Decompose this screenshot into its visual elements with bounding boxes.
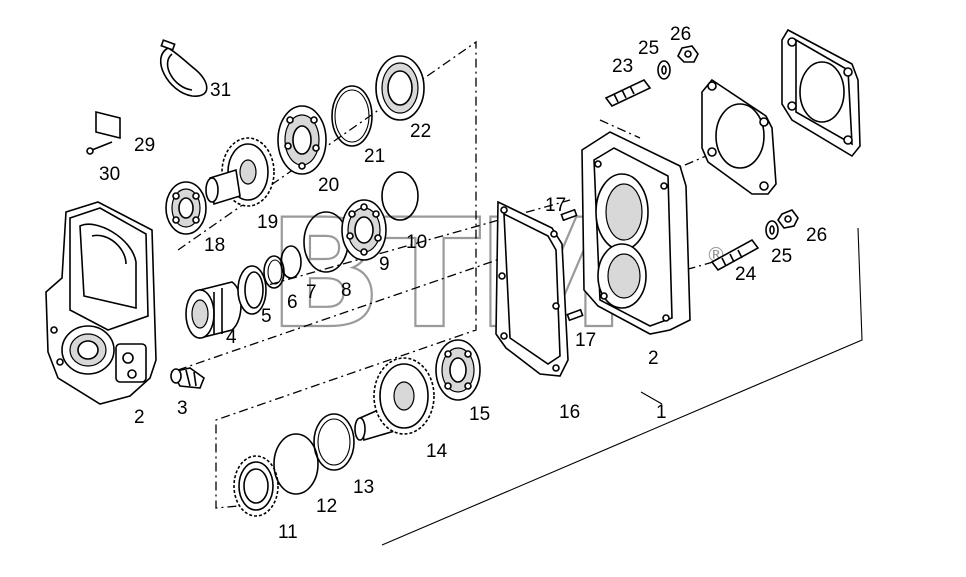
part-17-dowel-top	[560, 208, 578, 222]
label-part-22: 22	[410, 121, 431, 142]
label-part-29: 29	[134, 135, 155, 156]
label-part-25-top: 25	[638, 38, 659, 59]
part-2-left-housing	[45, 201, 157, 405]
part-4-coupling	[185, 281, 242, 340]
label-part-4: 4	[226, 327, 237, 348]
part-22-seal	[375, 55, 425, 121]
label-part-20: 20	[318, 175, 339, 196]
label-part-11: 11	[278, 522, 298, 543]
label-part-14: 14	[426, 441, 448, 462]
part-25-washer-bottom	[765, 220, 779, 240]
label-part-19: 19	[257, 212, 278, 233]
part-2-right-housing	[581, 131, 691, 335]
gasket-upper-right	[701, 78, 777, 195]
part-19-gear	[205, 137, 275, 207]
label-part-8: 8	[341, 280, 352, 301]
part-17-dowel-bottom	[566, 308, 584, 322]
label-part-24: 24	[735, 264, 757, 285]
part-23-stud-top	[604, 78, 652, 108]
label-part-3: 3	[177, 398, 188, 419]
part-29-plate	[95, 110, 121, 140]
label-part-30: 30	[99, 164, 120, 185]
part-14-gear-shaft	[354, 357, 435, 442]
label-part-10: 10	[406, 232, 427, 253]
part-26-nut-bottom	[777, 209, 799, 229]
label-part-2-right: 2	[648, 348, 659, 369]
label-part-23: 23	[612, 56, 633, 77]
part-number-labels: 31 29 30 22 21 20 19 18 10 9 8 7 6 5 4 3…	[99, 24, 827, 543]
label-part-1: 1	[656, 402, 667, 423]
part-16-gasket	[495, 200, 569, 377]
label-part-26-bottom: 26	[806, 225, 827, 246]
label-part-9: 9	[379, 254, 390, 275]
label-part-7: 7	[306, 282, 317, 303]
assembly-bracket	[381, 227, 863, 546]
label-part-12: 12	[316, 496, 337, 517]
part-13-snap-ring	[313, 413, 355, 471]
part-10-disc	[381, 171, 419, 221]
label-part-15: 15	[469, 404, 490, 425]
part-20-bearing	[277, 105, 327, 175]
label-part-21: 21	[364, 146, 385, 167]
label-part-17-top: 17	[545, 195, 566, 216]
label-part-31: 31	[210, 80, 231, 101]
label-part-25-bottom: 25	[771, 246, 792, 267]
part-11-bearing	[233, 455, 279, 517]
part-31-clamp	[159, 39, 208, 97]
part-12-shim	[273, 433, 319, 495]
label-part-6: 6	[287, 292, 298, 313]
part-7-o-ring	[280, 245, 302, 279]
label-part-18: 18	[204, 235, 225, 256]
cover-plate	[781, 28, 861, 158]
label-part-16: 16	[559, 402, 580, 423]
part-30-screw	[86, 141, 113, 155]
label-part-2-left: 2	[134, 407, 145, 428]
part-15-bearing	[435, 339, 481, 401]
part-18-bearing	[165, 181, 207, 235]
part-9-bearing	[341, 199, 387, 261]
label-part-13: 13	[353, 477, 374, 498]
part-26-nut-top	[677, 45, 699, 63]
label-part-17-bottom: 17	[575, 330, 596, 351]
part-5-ring	[237, 265, 267, 315]
label-part-26-top: 26	[670, 24, 691, 45]
label-part-5: 5	[261, 306, 272, 327]
part-21-o-ring	[331, 85, 373, 147]
part-24-stud-bottom	[710, 238, 760, 272]
part-3-fitting	[170, 367, 205, 389]
part-25-washer-top	[657, 60, 671, 80]
